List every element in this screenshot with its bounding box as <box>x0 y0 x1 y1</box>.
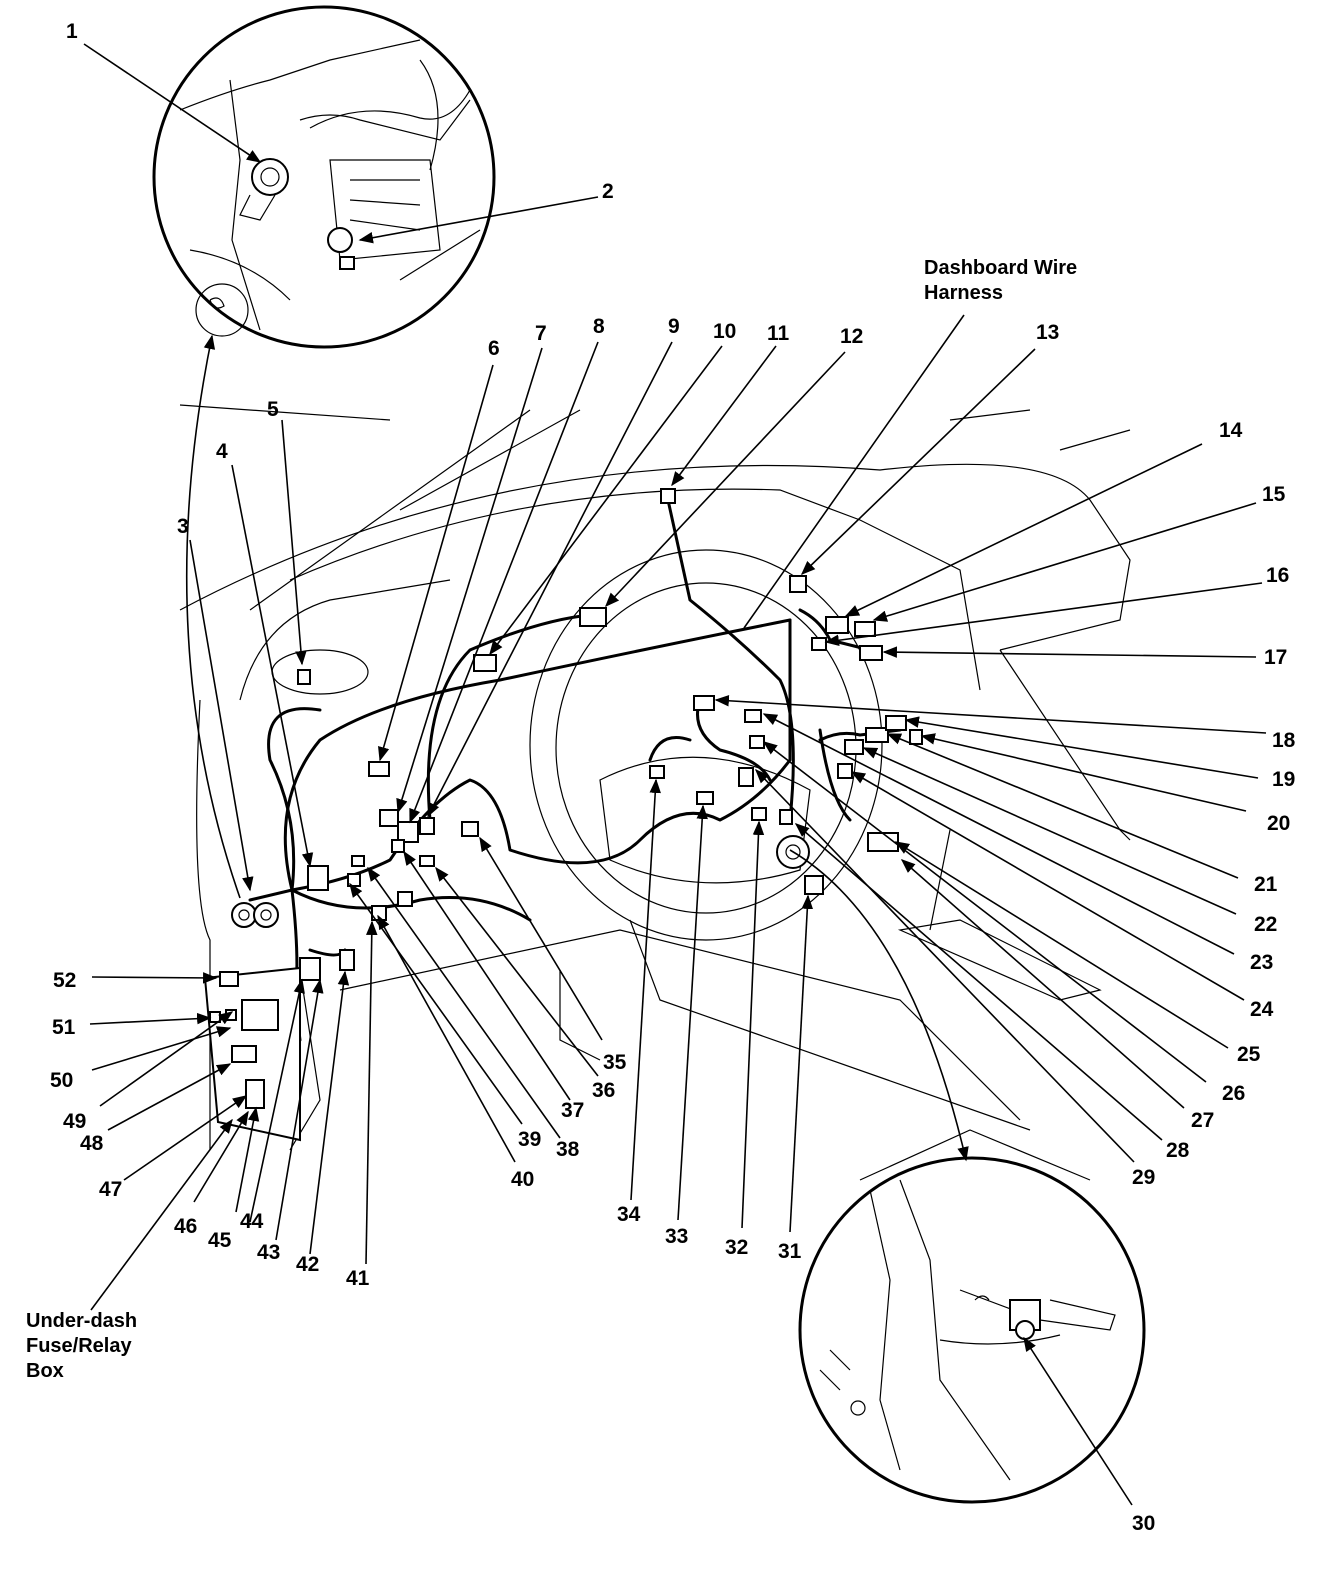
callout-25: 25 <box>1237 1043 1261 1066</box>
callout-6: 6 <box>488 337 500 360</box>
callout-29: 29 <box>1132 1166 1155 1189</box>
detail-circle-lower <box>798 1156 1146 1504</box>
callout-17: 17 <box>1264 646 1287 669</box>
callout-labels: 1 2 3 4 5 6 7 8 9 10 11 12 13 14 15 16 1… <box>50 20 1296 1535</box>
callout-1: 1 <box>66 20 78 43</box>
callout-22: 22 <box>1254 913 1277 936</box>
callout-40: 40 <box>511 1168 534 1191</box>
callout-32: 32 <box>725 1236 748 1259</box>
callout-42: 42 <box>296 1253 319 1276</box>
callout-26: 26 <box>1222 1082 1245 1105</box>
callout-5: 5 <box>267 398 279 421</box>
dashboard-harness-label-line2: Harness <box>924 282 1003 304</box>
callout-23: 23 <box>1250 951 1273 974</box>
callout-48: 48 <box>80 1132 104 1155</box>
fuse-box-label-line1: Under-dash <box>26 1310 137 1332</box>
callout-11: 11 <box>767 322 790 345</box>
callout-2: 2 <box>602 180 614 203</box>
callout-12: 12 <box>840 325 863 348</box>
connectors <box>297 488 923 981</box>
callout-46: 46 <box>174 1215 197 1238</box>
callout-36: 36 <box>592 1079 615 1102</box>
callout-44: 44 <box>240 1210 264 1233</box>
callout-33: 33 <box>665 1225 688 1248</box>
callout-49: 49 <box>63 1110 86 1133</box>
callout-52: 52 <box>53 969 76 992</box>
callout-37: 37 <box>561 1099 584 1122</box>
fuse-box-label-line3: Box <box>26 1360 64 1382</box>
callout-21: 21 <box>1254 873 1278 896</box>
callout-41: 41 <box>346 1267 370 1290</box>
callout-16: 16 <box>1266 564 1289 587</box>
dashboard-harness-label-line1: Dashboard Wire <box>924 257 1077 279</box>
callout-24: 24 <box>1250 998 1274 1021</box>
callout-27: 27 <box>1191 1109 1214 1132</box>
callout-18: 18 <box>1272 729 1296 752</box>
callout-9: 9 <box>668 315 680 338</box>
callout-4: 4 <box>216 440 228 463</box>
callout-28: 28 <box>1166 1139 1190 1162</box>
callout-47: 47 <box>99 1178 122 1201</box>
dashboard-outline <box>179 404 1131 1181</box>
callout-13: 13 <box>1036 321 1059 344</box>
ground-terminals <box>231 835 810 928</box>
callout-20: 20 <box>1267 812 1290 835</box>
callout-43: 43 <box>257 1241 280 1264</box>
callout-30: 30 <box>1132 1512 1155 1535</box>
callout-34: 34 <box>617 1203 641 1226</box>
callout-14: 14 <box>1219 419 1243 442</box>
callout-38: 38 <box>556 1138 580 1161</box>
callout-51: 51 <box>52 1016 76 1039</box>
callout-39: 39 <box>518 1128 541 1151</box>
wire-harness <box>248 498 902 1042</box>
callout-31: 31 <box>778 1240 802 1263</box>
detail-circle-upper <box>152 5 496 349</box>
leader-lines <box>83 43 1267 1506</box>
callout-10: 10 <box>713 320 736 343</box>
callout-3: 3 <box>177 515 189 538</box>
text-labels: Dashboard Wire Harness Under-dash Fuse/R… <box>26 257 1077 1382</box>
callout-50: 50 <box>50 1069 73 1092</box>
callout-8: 8 <box>593 315 605 338</box>
fuse-box-label-line2: Fuse/Relay <box>26 1335 132 1357</box>
callout-15: 15 <box>1262 483 1286 506</box>
callout-45: 45 <box>208 1229 232 1252</box>
callout-35: 35 <box>603 1051 627 1074</box>
callout-19: 19 <box>1272 768 1295 791</box>
callout-7: 7 <box>535 322 547 345</box>
